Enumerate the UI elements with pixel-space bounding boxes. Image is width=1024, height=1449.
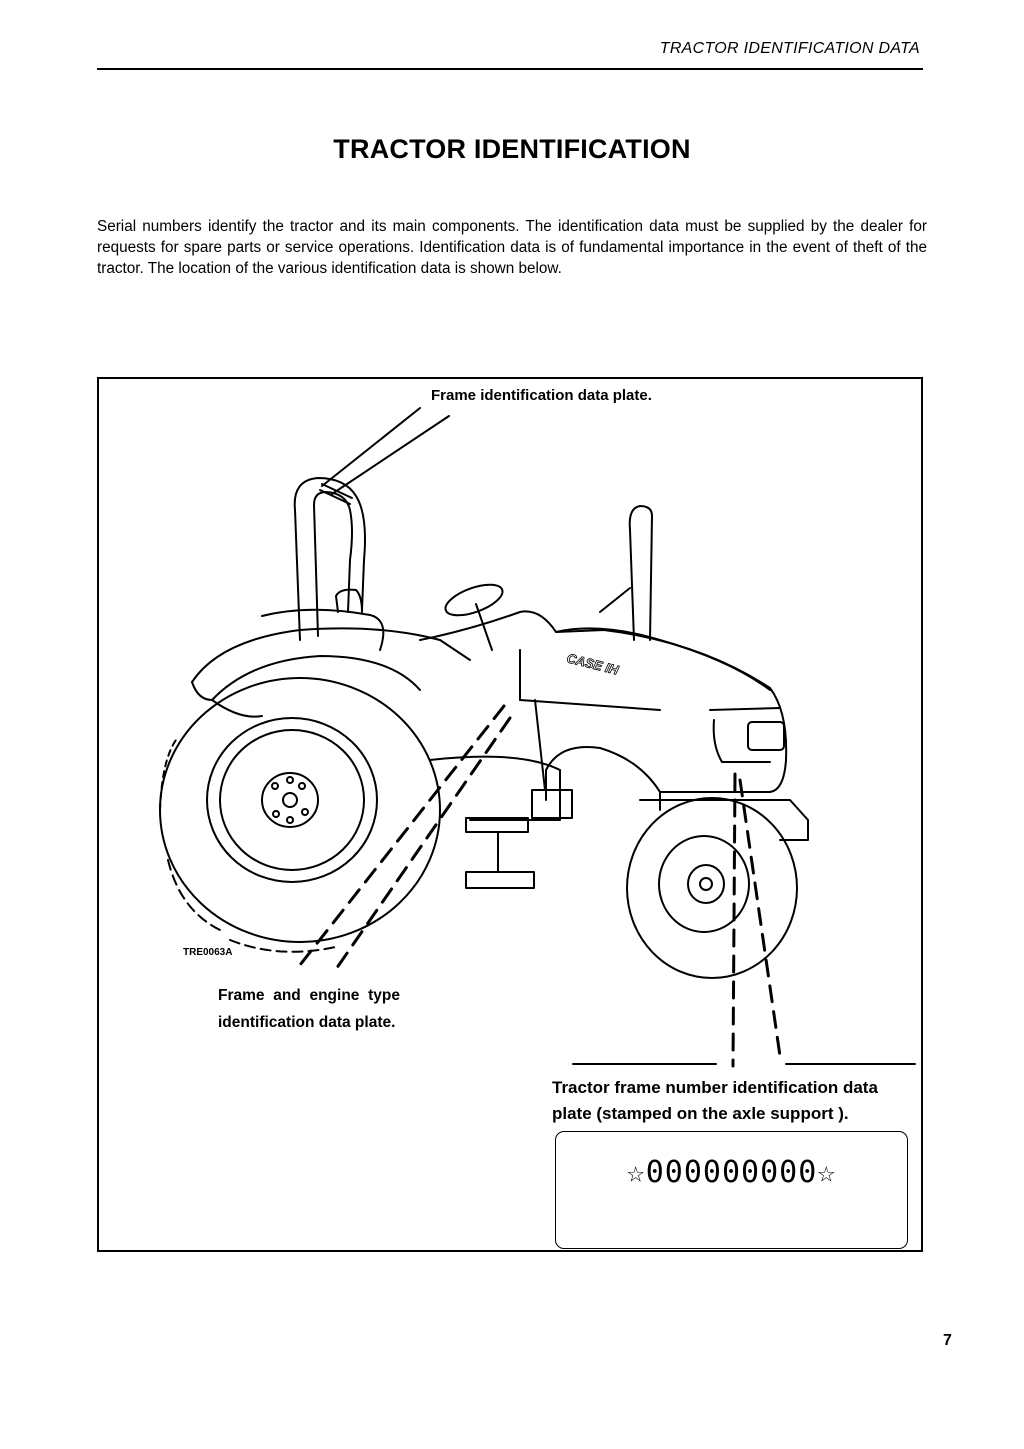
figure-frame bbox=[97, 377, 923, 1252]
rear-fender bbox=[191, 608, 471, 718]
intro-paragraph: Serial numbers identify the tractor and … bbox=[97, 218, 927, 277]
rear-wheel bbox=[159, 677, 441, 953]
page-heading: TRACTOR IDENTIFICATION bbox=[333, 134, 691, 164]
exhaust-pipe bbox=[599, 505, 653, 641]
seat bbox=[335, 588, 363, 613]
front-wheel bbox=[626, 797, 798, 979]
brand-decal: CASE IH bbox=[565, 650, 620, 677]
step bbox=[465, 789, 573, 889]
frame-plate-caption: Frame identification data plate. bbox=[431, 387, 652, 404]
frame-engine-plate-caption: Frame and engine type identification dat… bbox=[218, 987, 400, 1031]
header-rule bbox=[97, 68, 923, 70]
page-number: 7 bbox=[943, 1332, 952, 1349]
frame-plate-leaders bbox=[321, 407, 450, 495]
figure-id: TRE0063A bbox=[183, 947, 233, 958]
serial-number-plate: ☆000000000☆ bbox=[555, 1131, 908, 1249]
section-title: TRACTOR IDENTIFICATION DATA bbox=[659, 40, 920, 57]
tractor-body bbox=[419, 610, 809, 841]
rops-bar bbox=[293, 477, 366, 641]
frame-engine-leaders bbox=[294, 704, 512, 974]
serial-number-example: ☆000000000☆ bbox=[626, 1155, 837, 1190]
frame-number-leaders bbox=[731, 772, 782, 1068]
frame-number-plate-caption: Tractor frame number identification data… bbox=[552, 1078, 878, 1123]
steering-wheel bbox=[444, 583, 504, 651]
